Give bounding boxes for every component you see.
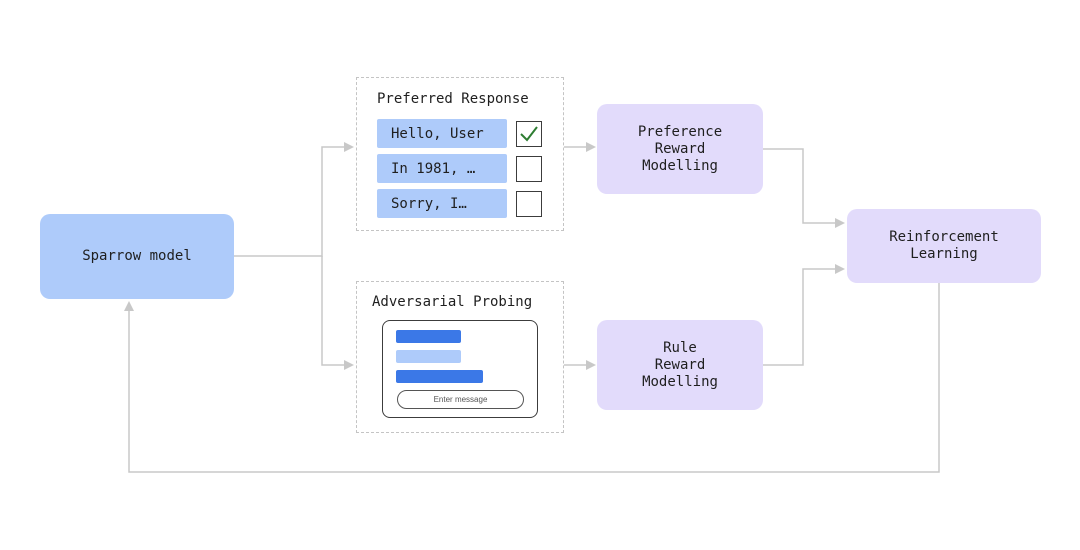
chat-window: Enter message (382, 320, 538, 418)
checkbox-checked-icon[interactable] (516, 121, 542, 147)
group-preferred-response-title: Preferred Response (377, 91, 529, 107)
checkmark-icon (520, 126, 538, 142)
chat-message-bar (396, 350, 461, 363)
response-option-3: Sorry, I… (377, 189, 507, 218)
edge-sparrow-to-preferred (234, 142, 354, 257)
edge-rl-to-sparrow-feedback (124, 283, 940, 473)
group-adversarial-probing (356, 281, 564, 433)
response-option-2-label: In 1981, … (391, 160, 476, 177)
response-option-3-label: Sorry, I… (391, 195, 467, 212)
node-reinforcement-learning-label: Reinforcement Learning (889, 229, 999, 262)
response-option-2: In 1981, … (377, 154, 507, 183)
response-option-1: Hello, User (377, 119, 507, 148)
edge-preference-rm-to-rl (763, 148, 845, 228)
message-input-placeholder: Enter message (433, 395, 488, 404)
group-adversarial-probing-title: Adversarial Probing (372, 294, 533, 310)
chat-message-bar (396, 370, 483, 383)
group-preferred-response (356, 77, 564, 231)
node-sparrow-model-label: Sparrow model (82, 248, 192, 264)
message-input[interactable]: Enter message (397, 390, 524, 409)
edge-rule-rm-to-rl (763, 264, 845, 366)
response-option-1-label: Hello, User (391, 125, 484, 142)
node-rule-reward-modelling: Rule Reward Modelling (597, 320, 763, 410)
node-preference-reward-modelling: Preference Reward Modelling (597, 104, 763, 194)
checkbox-unchecked-icon[interactable] (516, 191, 542, 217)
node-rule-reward-modelling-label: Rule Reward Modelling (642, 339, 718, 390)
checkbox-unchecked-icon[interactable] (516, 156, 542, 182)
node-sparrow-model: Sparrow model (40, 214, 234, 299)
node-preference-reward-modelling-label: Preference Reward Modelling (637, 123, 723, 174)
chat-message-bar (396, 330, 461, 343)
edge-sparrow-to-adversarial (321, 256, 354, 370)
node-reinforcement-learning: Reinforcement Learning (847, 209, 1041, 283)
